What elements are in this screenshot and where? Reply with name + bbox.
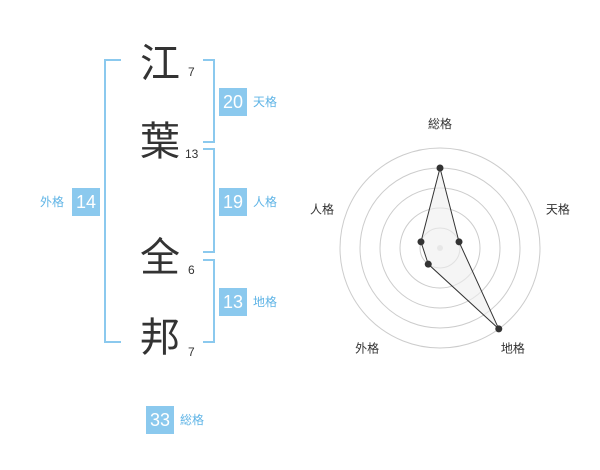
tenkaku-score: 20 [219,88,247,116]
radar-ring-5 [339,147,541,349]
tenkaku-bracket [203,59,215,143]
radar-axis-label-2: 天格 [546,202,570,217]
soukaku-score: 33 [146,406,174,434]
jinkaku-bracket [203,148,215,253]
radar-point-3 [495,325,503,333]
gaikaku-score: 14 [72,188,100,216]
radar-axis-label-4: 外格 [355,340,379,355]
radar-point-2 [455,238,463,246]
stroke-count-2: 13 [185,147,199,161]
name-char-4: 邦 [140,315,180,361]
radar-point-5 [417,238,425,246]
radar-polygon [420,167,500,330]
jinkaku-score: 19 [219,188,247,216]
soukaku-label: 総格 [180,413,205,427]
name-char-3: 全 [140,235,180,281]
gaikaku-bracket [104,59,121,343]
radar-point-4 [424,260,432,268]
radar-axis-label-5: 人格 [310,202,334,217]
stroke-count-4: 7 [188,345,195,359]
chikaku-bracket [203,259,215,343]
chikaku-label: 地格 [253,295,278,309]
tenkaku-label: 天格 [253,95,278,109]
radar-axis-label-3: 地格 [501,340,525,355]
radar-axis-label-1: 総格 [428,116,452,131]
name-char-1: 江 [140,41,180,87]
jinkaku-label: 人格 [253,195,278,209]
name-char-2: 葉 [140,119,180,165]
radar-point-1 [436,164,444,172]
chikaku-score: 13 [219,288,247,316]
gaikaku-label: 外格 [40,195,65,209]
stroke-count-3: 6 [188,263,195,277]
stroke-count-1: 7 [188,65,195,79]
